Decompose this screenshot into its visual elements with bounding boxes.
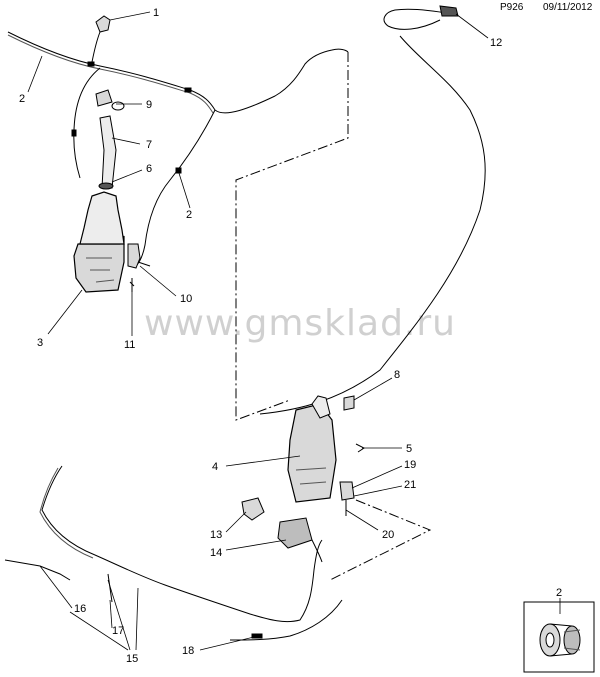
callout-2: 2 (19, 93, 25, 105)
callout-2: 2 (556, 587, 562, 599)
washer-hose-upper (7, 31, 349, 114)
rear-washer-reservoir (287, 403, 337, 503)
callout-14: 14 (210, 547, 222, 559)
callout-15: 15 (126, 653, 138, 665)
filler-cap (95, 89, 113, 107)
washer-nozzle (95, 15, 111, 33)
washer-hose-lower-outline (39, 467, 94, 559)
diagram-code: P926 (500, 2, 524, 13)
filler-neck (99, 115, 117, 189)
watermark-text: www.gmsklad.ru (144, 303, 456, 344)
routing-dashed-line-upper (235, 52, 349, 421)
callout-10: 10 (180, 293, 192, 305)
rear-washer-pump (339, 481, 355, 501)
callout-16: 16 (74, 603, 86, 615)
callout-6: 6 (146, 163, 152, 175)
callout-20: 20 (382, 529, 394, 541)
callout-9: 9 (146, 99, 152, 111)
callout-21: 21 (404, 479, 416, 491)
callout-2: 2 (186, 209, 192, 221)
filler-seal (98, 182, 114, 190)
leader-lines (27, 11, 489, 651)
washer-reservoir-neck (79, 191, 125, 245)
washer-hose-upper-outline (7, 34, 214, 114)
screw (129, 278, 135, 292)
hose-roll-icon (539, 623, 581, 657)
callout-12: 12 (490, 37, 502, 49)
callout-11: 11 (124, 339, 135, 351)
harness-left (4, 559, 71, 581)
washer-hose-to-pump (135, 109, 216, 267)
callout-3: 3 (37, 337, 43, 349)
callout-labels: 1 2 9 7 6 2 3 10 11 12 8 4 5 19 21 20 13… (19, 7, 562, 665)
callout-4: 4 (212, 461, 218, 473)
rear-hose-connector (343, 395, 355, 411)
callout-13: 13 (210, 529, 222, 541)
callout-1: 1 (153, 7, 159, 19)
callout-7: 7 (146, 139, 152, 151)
rear-nozzle-cap (241, 497, 265, 521)
washer-pump (127, 243, 141, 269)
callout-19: 19 (404, 459, 416, 471)
callout-17: 17 (112, 625, 124, 637)
washer-hose-lower (41, 465, 323, 623)
hose-clip-17 (107, 573, 113, 603)
callout-5: 5 (406, 443, 412, 455)
rear-reservoir-neck (311, 395, 331, 419)
callout-8: 8 (394, 369, 400, 381)
hose-connector (439, 5, 459, 17)
callout-18: 18 (182, 645, 194, 657)
washer-hose-end (229, 599, 343, 641)
diagram-date: 09/11/2012 (543, 2, 593, 13)
rear-washer-nozzle (277, 517, 313, 549)
washer-hose-rear (259, 8, 486, 415)
routing-dashed-line-lower (329, 499, 432, 581)
washer-hose-branch (73, 67, 101, 179)
